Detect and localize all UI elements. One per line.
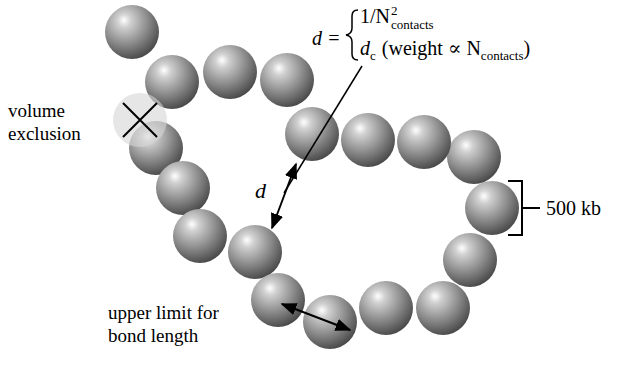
bead — [156, 161, 210, 215]
bead — [251, 273, 305, 327]
formula-box: d = 1/N2contacts dc(weight ∝ Ncontacts) — [312, 4, 632, 68]
label-box: volume exclusion — [8, 100, 108, 146]
bead — [341, 113, 395, 167]
bead — [397, 115, 451, 169]
formula-row: 1/N2contacts — [360, 4, 434, 32]
text-label: contacts — [391, 18, 434, 32]
bead — [447, 130, 501, 184]
text-label: (weight ∝ N — [382, 37, 481, 59]
text-label: 1/N — [360, 5, 390, 27]
formula-stack: 2contacts — [391, 4, 434, 31]
formula-lhs: d = — [312, 26, 341, 50]
formula-brace — [346, 10, 358, 60]
label-box: upper limit for bond length — [108, 302, 248, 348]
bead — [443, 233, 497, 287]
bead — [465, 181, 519, 235]
exclusion-cross — [123, 103, 157, 137]
text-label: upper limit for bond length — [108, 302, 219, 346]
text-label: d — [255, 178, 266, 203]
size-bracket — [508, 181, 540, 235]
text-label: contacts — [481, 48, 524, 63]
excluded-bead — [113, 93, 167, 147]
text-label: ) — [523, 37, 530, 59]
text-label: volume exclusion — [8, 100, 81, 144]
text-label: 500 kb — [546, 197, 601, 219]
bead — [105, 5, 159, 59]
bond-length-arrow — [282, 304, 350, 330]
formula-part: 1/N — [360, 5, 390, 27]
text-label: c — [370, 48, 376, 63]
text-label: d = — [312, 27, 341, 49]
bead — [359, 281, 413, 335]
label-box: 500 kb — [546, 196, 601, 220]
bead — [173, 209, 227, 263]
bead — [285, 107, 339, 161]
formula-row: dc (weight ∝ Ncontacts) — [360, 36, 530, 64]
bead-group — [105, 5, 519, 349]
label-box: d — [255, 178, 266, 204]
bead — [260, 53, 314, 107]
distance-arrow — [272, 164, 296, 228]
leader-line — [284, 66, 362, 193]
bead — [228, 225, 282, 279]
bead — [416, 281, 470, 335]
bead — [203, 45, 257, 99]
text-label: 2 — [391, 4, 434, 18]
text-label: d — [360, 37, 370, 59]
